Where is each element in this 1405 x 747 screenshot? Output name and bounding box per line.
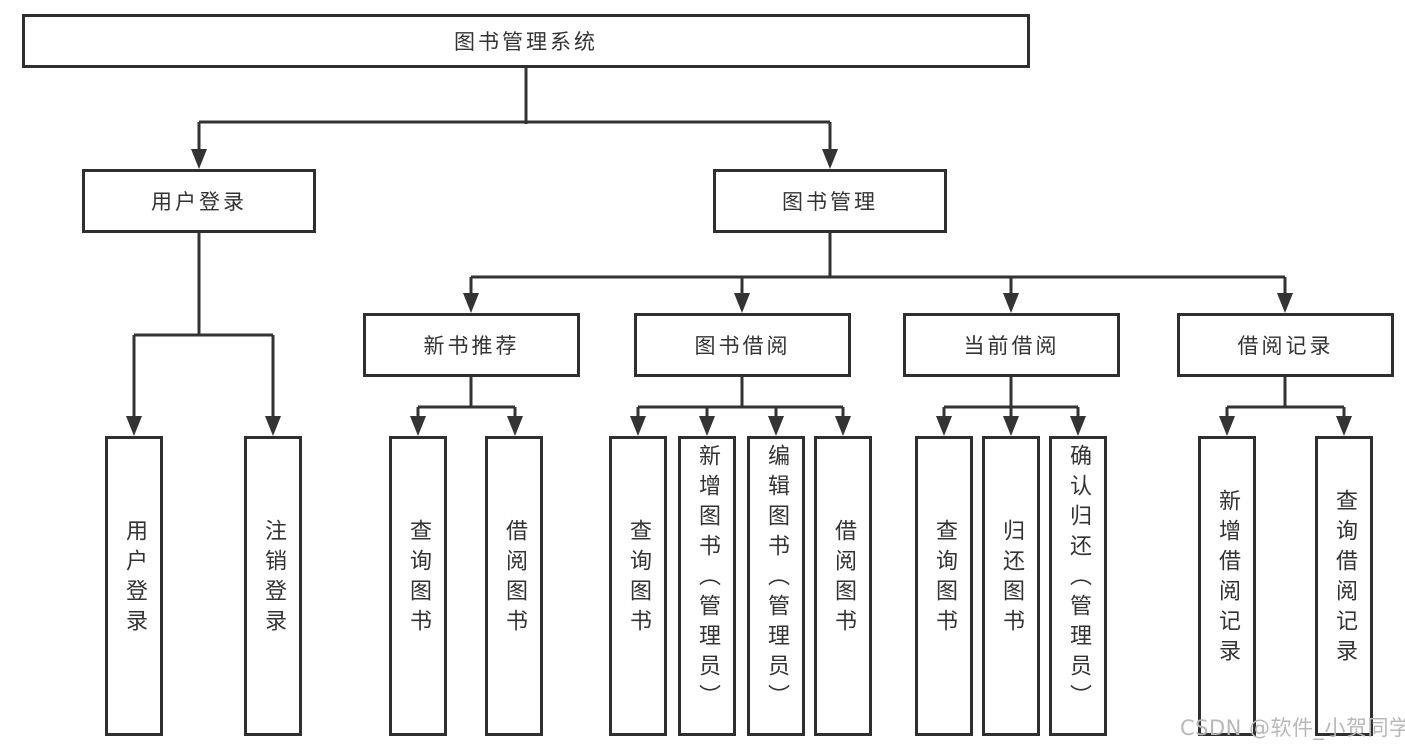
leaf-borrow-books-recommend: 借阅图书 [485,436,543,736]
leaf-add-borrow-record: 新增借阅记录 [1198,436,1256,736]
leaf-add-books-admin: 新增图书（管理员） [678,436,736,736]
arrow-icon [463,293,479,313]
arrow-icon [1336,416,1352,436]
arrow-icon [734,293,750,313]
node-library-system: 图书管理系统 [22,14,1030,68]
leaf-return-books: 归还图书 [982,436,1040,736]
node-book-borrowing: 图书借阅 [634,313,851,377]
node-borrowing-records: 借阅记录 [1177,313,1394,377]
arrow-icon [822,149,838,169]
tree-connector-paths [132,68,1346,418]
csdn-watermark: CSDN @软件_小贺同学 [1180,716,1405,740]
arrow-icon [1277,293,1293,313]
arrow-icon [1003,293,1019,313]
leaf-query-books-recommend: 查询图书 [389,436,447,736]
arrow-icon [507,416,523,436]
arrow-icon [126,416,142,436]
leaf-borrow-books: 借阅图书 [814,436,872,736]
arrow-icon [1070,416,1086,436]
arrow-icon [1219,416,1235,436]
leaf-confirm-return-admin: 确认归还（管理员） [1049,436,1107,736]
leaf-logout: 注销登录 [244,436,302,736]
node-current-borrowing: 当前借阅 [903,313,1120,377]
leaf-edit-books-admin: 编辑图书（管理员） [747,436,805,736]
arrow-icon [699,416,715,436]
arrow-icon [1003,416,1019,436]
arrow-icon [410,416,426,436]
leaf-query-books-current: 查询图书 [915,436,973,736]
node-user-login-branch: 用户登录 [82,169,316,233]
leaf-query-books-borrowing: 查询图书 [609,436,667,736]
arrow-icon [936,416,952,436]
node-book-management: 图书管理 [713,169,947,233]
arrowheads [126,149,1352,436]
arrow-icon [191,149,207,169]
arrow-icon [835,416,851,436]
arrow-icon [768,416,784,436]
leaf-user-login: 用户登录 [105,436,163,736]
arrow-icon [630,416,646,436]
node-new-book-recommend: 新书推荐 [363,313,580,377]
arrow-icon [265,416,281,436]
leaf-query-borrow-record: 查询借阅记录 [1315,436,1373,736]
